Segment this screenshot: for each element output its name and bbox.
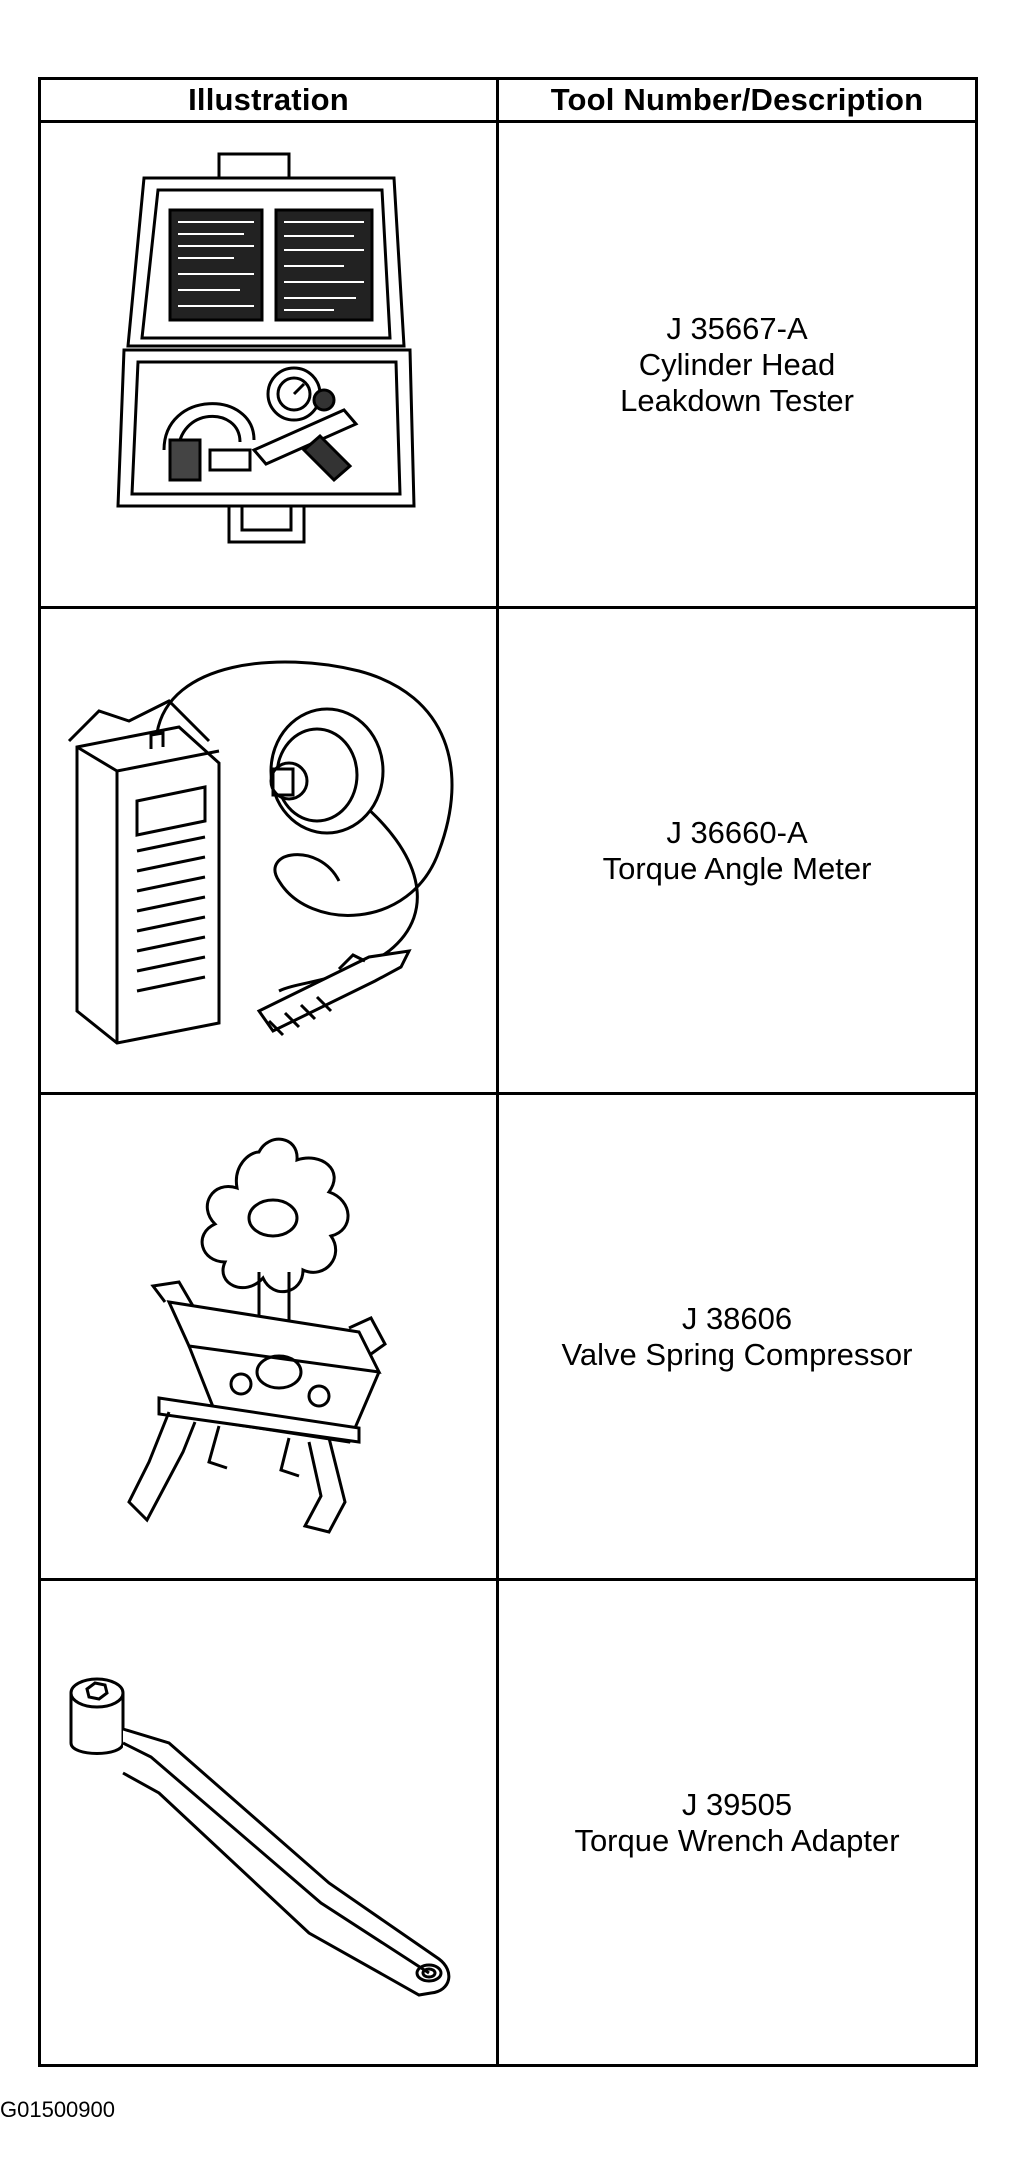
illustration-cell bbox=[38, 120, 499, 609]
table-row: J 36660-A Torque Angle Meter bbox=[38, 606, 978, 1095]
leakdown-tester-case-icon bbox=[115, 152, 416, 543]
tool-description-cell: J 39505 Torque Wrench Adapter bbox=[496, 1578, 978, 2067]
illustration-cell bbox=[38, 606, 499, 1095]
header-tool-number-description: Tool Number/Description bbox=[496, 77, 978, 123]
tool-number: J 39505 bbox=[681, 1786, 793, 1822]
tool-number: J 36660-A bbox=[666, 814, 808, 850]
tool-description-cell: J 35667-A Cylinder Head Leakdown Tester bbox=[496, 120, 978, 609]
tool-number: J 38606 bbox=[681, 1300, 793, 1336]
tool-description: Cylinder Head Leakdown Tester bbox=[620, 346, 854, 418]
tool-description: Torque Wrench Adapter bbox=[574, 1822, 900, 1858]
tool-description-cell: J 38606 Valve Spring Compressor bbox=[496, 1092, 978, 1581]
special-tools-table: Illustration Tool Number/Description bbox=[38, 77, 978, 2067]
torque-angle-meter-icon bbox=[67, 659, 453, 1045]
table-row: J 35667-A Cylinder Head Leakdown Tester bbox=[38, 120, 978, 609]
table-row: J 39505 Torque Wrench Adapter bbox=[38, 1578, 978, 2067]
valve-spring-compressor-icon bbox=[126, 1137, 387, 1534]
figure-code: G01500900 bbox=[0, 2097, 115, 2122]
illustration-cell bbox=[38, 1578, 499, 2067]
torque-wrench-adapter-icon bbox=[69, 1677, 450, 1997]
table-header-row: Illustration Tool Number/Description bbox=[38, 77, 978, 123]
tool-number: J 35667-A bbox=[666, 310, 808, 346]
table-row: J 38606 Valve Spring Compressor bbox=[38, 1092, 978, 1581]
tool-description: Torque Angle Meter bbox=[602, 850, 872, 886]
tool-description-cell: J 36660-A Torque Angle Meter bbox=[496, 606, 978, 1095]
tool-description: Valve Spring Compressor bbox=[561, 1336, 913, 1372]
illustration-cell bbox=[38, 1092, 499, 1581]
header-illustration: Illustration bbox=[38, 77, 499, 123]
